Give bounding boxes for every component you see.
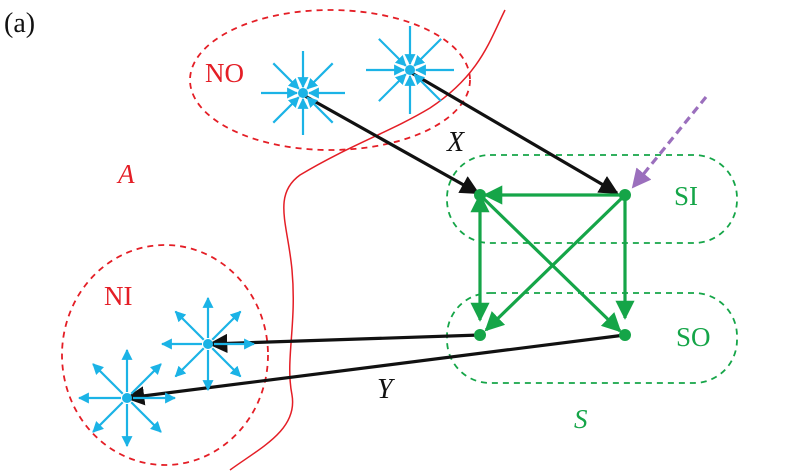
environment-boundary [229,9,506,471]
ni-node-bottom-center [122,393,132,403]
si-region-label: SI [674,181,698,211]
ni-node-bottom-ray [130,401,162,433]
a-region-label: A [116,159,135,189]
ni-node-bottom [77,348,177,448]
no-node-right-ray [378,73,407,102]
so-node-right [619,329,631,341]
ni-node-top-ray [174,310,205,341]
external-input-arrow [631,95,708,189]
no-node-right-ray [378,38,407,67]
ni-node-top-center [203,339,213,349]
ni-node-top-ray [211,347,242,378]
no-node-right-ray [413,73,442,102]
so-to-ni-arrow-top [208,333,481,354]
ni-node-top-ray [211,310,242,341]
ni-node-clusters [77,296,256,448]
no-node-clusters [261,26,454,135]
no-region [189,9,471,151]
no-region-label: NO [205,58,244,88]
no-node-right-center [405,65,415,75]
ni-region-label: NI [104,281,133,311]
no-to-si-arrow-x [304,94,480,195]
diagonal-arrow-right-to-left [484,193,627,332]
ni-region [61,244,269,466]
ni-node-bottom-ray [92,363,124,395]
panel-label: (a) [4,8,35,39]
si-node-left [474,189,486,201]
si-region [446,154,738,244]
so-node-left [474,329,486,341]
no-node-left-center [298,88,308,98]
no-node-left-ray [272,62,300,90]
no-node-left [261,51,345,135]
y-edge-label: Y [377,374,396,405]
ni-node-bottom-ray [92,401,124,433]
si-node-right [619,189,631,201]
no-node-right [366,26,454,114]
green-nodes [474,189,631,341]
ni-node-top [160,296,256,392]
so-region [446,292,738,384]
x-edge-label: X [446,127,465,158]
internal-links [470,185,635,333]
no-to-si-arrow-right [409,70,619,195]
ni-node-bottom-ray [130,363,162,395]
no-node-left-ray [272,96,300,124]
diagonal-arrow-left-to-right [478,193,622,333]
no-node-left-ray [306,62,334,90]
no-node-left-ray [306,96,334,124]
no-node-right-ray [413,38,442,67]
ni-node-top-ray [174,347,205,378]
so-region-label: SO [676,322,711,352]
s-region-label: S [574,404,588,434]
